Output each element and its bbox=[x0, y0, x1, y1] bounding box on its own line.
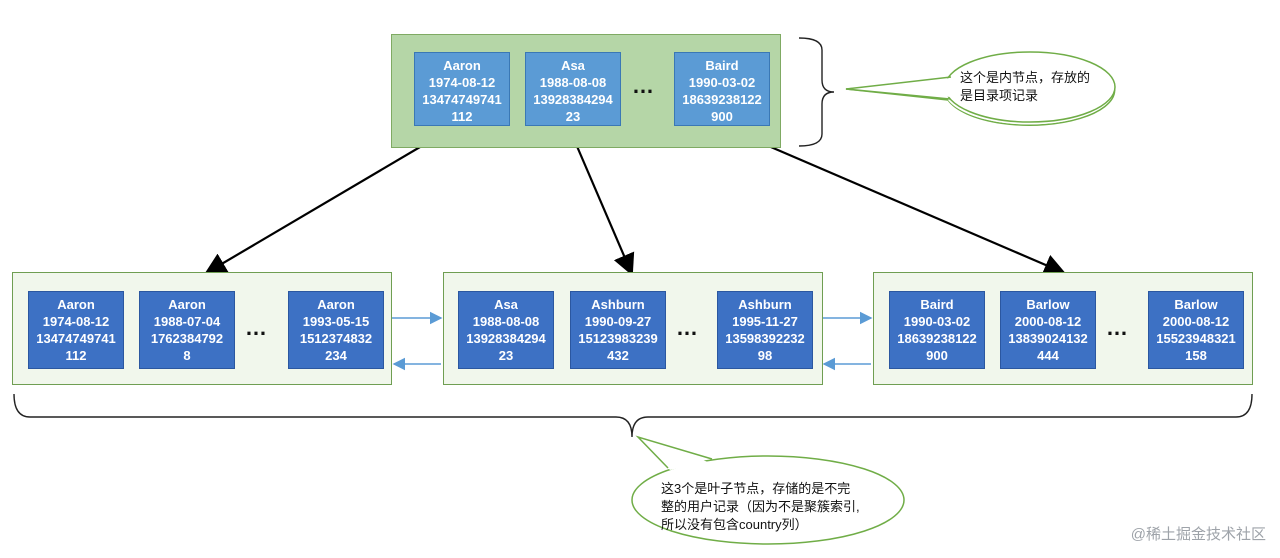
record-birthday: 1990-09-27 bbox=[584, 314, 652, 329]
record-phone: 13928384294 bbox=[466, 331, 546, 346]
record-name: Aaron bbox=[443, 58, 481, 73]
record-birthday: 1988-07-04 bbox=[153, 314, 221, 329]
record-id: 8 bbox=[183, 348, 191, 363]
leaf-ellipsis: … bbox=[245, 315, 270, 340]
inner-ellipsis: … bbox=[632, 73, 657, 98]
record-name: Baird bbox=[705, 58, 739, 73]
record-phone: 13598392232 bbox=[725, 331, 805, 346]
record-name: Aaron bbox=[57, 297, 95, 312]
pointer-aaron bbox=[204, 136, 438, 275]
record-phone: 18639238122 bbox=[897, 331, 977, 346]
leaf-nodes-brace bbox=[13, 393, 1253, 438]
record-id: 432 bbox=[607, 348, 629, 363]
record-id: 158 bbox=[1185, 348, 1207, 363]
record-birthday: 1990-03-02 bbox=[688, 75, 756, 90]
record-name: Ashburn bbox=[591, 297, 645, 312]
leaf-record: Aaron 1974-08-12 13474749741 112 bbox=[28, 291, 124, 369]
pointer-asa bbox=[571, 136, 635, 277]
record-phone: 15523948321 bbox=[1156, 331, 1236, 346]
leaf-record: Aaron 1988-07-04 1762384792 8 bbox=[139, 291, 235, 369]
callout-line: 这个是内节点，存放的 bbox=[960, 70, 1091, 85]
leaf-record: Ashburn 1995-11-27 13598392232 98 bbox=[717, 291, 813, 369]
record-birthday: 2000-08-12 bbox=[1014, 314, 1082, 329]
record-id: 23 bbox=[565, 109, 581, 124]
record-phone: 13839024132 bbox=[1008, 331, 1088, 346]
leaf-node-3: Baird 1990-03-02 18639238122 900 Barlow … bbox=[873, 272, 1253, 385]
record-id: 98 bbox=[757, 348, 773, 363]
pointer-baird bbox=[721, 124, 1067, 276]
callout-line: 所以没有包含country列） bbox=[661, 517, 808, 532]
inner-record-3: Baird 1990-03-02 18639238122 900 bbox=[674, 52, 770, 126]
record-name: Ashburn bbox=[738, 297, 792, 312]
record-id: 234 bbox=[325, 348, 347, 363]
inner-node-callout: 这个是内节点，存放的 是目录项记录 bbox=[960, 69, 1090, 105]
record-phone: 1762384792 bbox=[150, 331, 224, 346]
inner-node: Aaron 1974-08-12 13474749741 112 Asa 198… bbox=[391, 34, 781, 148]
leaf-record: Barlow 2000-08-12 13839024132 444 bbox=[1000, 291, 1096, 369]
callout-line: 整的用户记录（因为不是聚簇索引, bbox=[661, 499, 860, 514]
record-id: 112 bbox=[65, 348, 87, 363]
record-id: 112 bbox=[451, 109, 473, 124]
record-phone: 1512374832 bbox=[299, 331, 373, 346]
watermark: @稀土掘金技术社区 bbox=[1130, 526, 1266, 543]
leaf-ellipsis: … bbox=[1106, 315, 1131, 340]
record-id: 444 bbox=[1037, 348, 1059, 363]
record-id: 23 bbox=[498, 348, 514, 363]
record-phone: 13474749741 bbox=[36, 331, 116, 346]
record-birthday: 1993-05-15 bbox=[302, 314, 370, 329]
record-birthday: 2000-08-12 bbox=[1162, 314, 1230, 329]
leaf-record: Asa 1988-08-08 13928384294 23 bbox=[458, 291, 554, 369]
record-name: Baird bbox=[920, 297, 954, 312]
record-birthday: 1974-08-12 bbox=[42, 314, 110, 329]
inner-record-1: Aaron 1974-08-12 13474749741 112 bbox=[414, 52, 510, 126]
leaf-ellipsis: … bbox=[676, 315, 701, 340]
record-birthday: 1974-08-12 bbox=[428, 75, 496, 90]
leaf-node-1: Aaron 1974-08-12 13474749741 112 Aaron 1… bbox=[12, 272, 392, 385]
record-birthday: 1988-08-08 bbox=[472, 314, 540, 329]
record-birthday: 1995-11-27 bbox=[732, 314, 798, 329]
leaf-record: Baird 1990-03-02 18639238122 900 bbox=[889, 291, 985, 369]
record-name: Asa bbox=[561, 58, 585, 73]
record-name: Aaron bbox=[168, 297, 206, 312]
record-phone: 18639238122 bbox=[682, 92, 762, 107]
callout-line: 是目录项记录 bbox=[960, 88, 1039, 103]
record-name: Barlow bbox=[1174, 297, 1218, 312]
leaf-record: Ashburn 1990-09-27 15123983239 432 bbox=[570, 291, 666, 369]
inner-node-brace bbox=[798, 37, 835, 147]
record-birthday: 1990-03-02 bbox=[903, 314, 971, 329]
record-phone: 13928384294 bbox=[533, 92, 613, 107]
leaf-record: Barlow 2000-08-12 15523948321 158 bbox=[1148, 291, 1244, 369]
record-name: Asa bbox=[494, 297, 518, 312]
inner-record-2: Asa 1988-08-08 13928384294 23 bbox=[525, 52, 621, 126]
record-name: Barlow bbox=[1026, 297, 1070, 312]
record-phone: 15123983239 bbox=[578, 331, 658, 346]
leaf-nodes-callout: 这3个是叶子节点，存储的是不完 整的用户记录（因为不是聚簇索引, 所以没有包含c… bbox=[661, 480, 860, 534]
record-birthday: 1988-08-08 bbox=[539, 75, 607, 90]
record-id: 900 bbox=[926, 348, 948, 363]
record-phone: 13474749741 bbox=[422, 92, 502, 107]
callout-line: 这3个是叶子节点，存储的是不完 bbox=[661, 481, 851, 496]
record-id: 900 bbox=[711, 109, 733, 124]
record-name: Aaron bbox=[317, 297, 355, 312]
leaf-record: Aaron 1993-05-15 1512374832 234 bbox=[288, 291, 384, 369]
leaf-node-2: Asa 1988-08-08 13928384294 23 Ashburn 19… bbox=[443, 272, 823, 385]
